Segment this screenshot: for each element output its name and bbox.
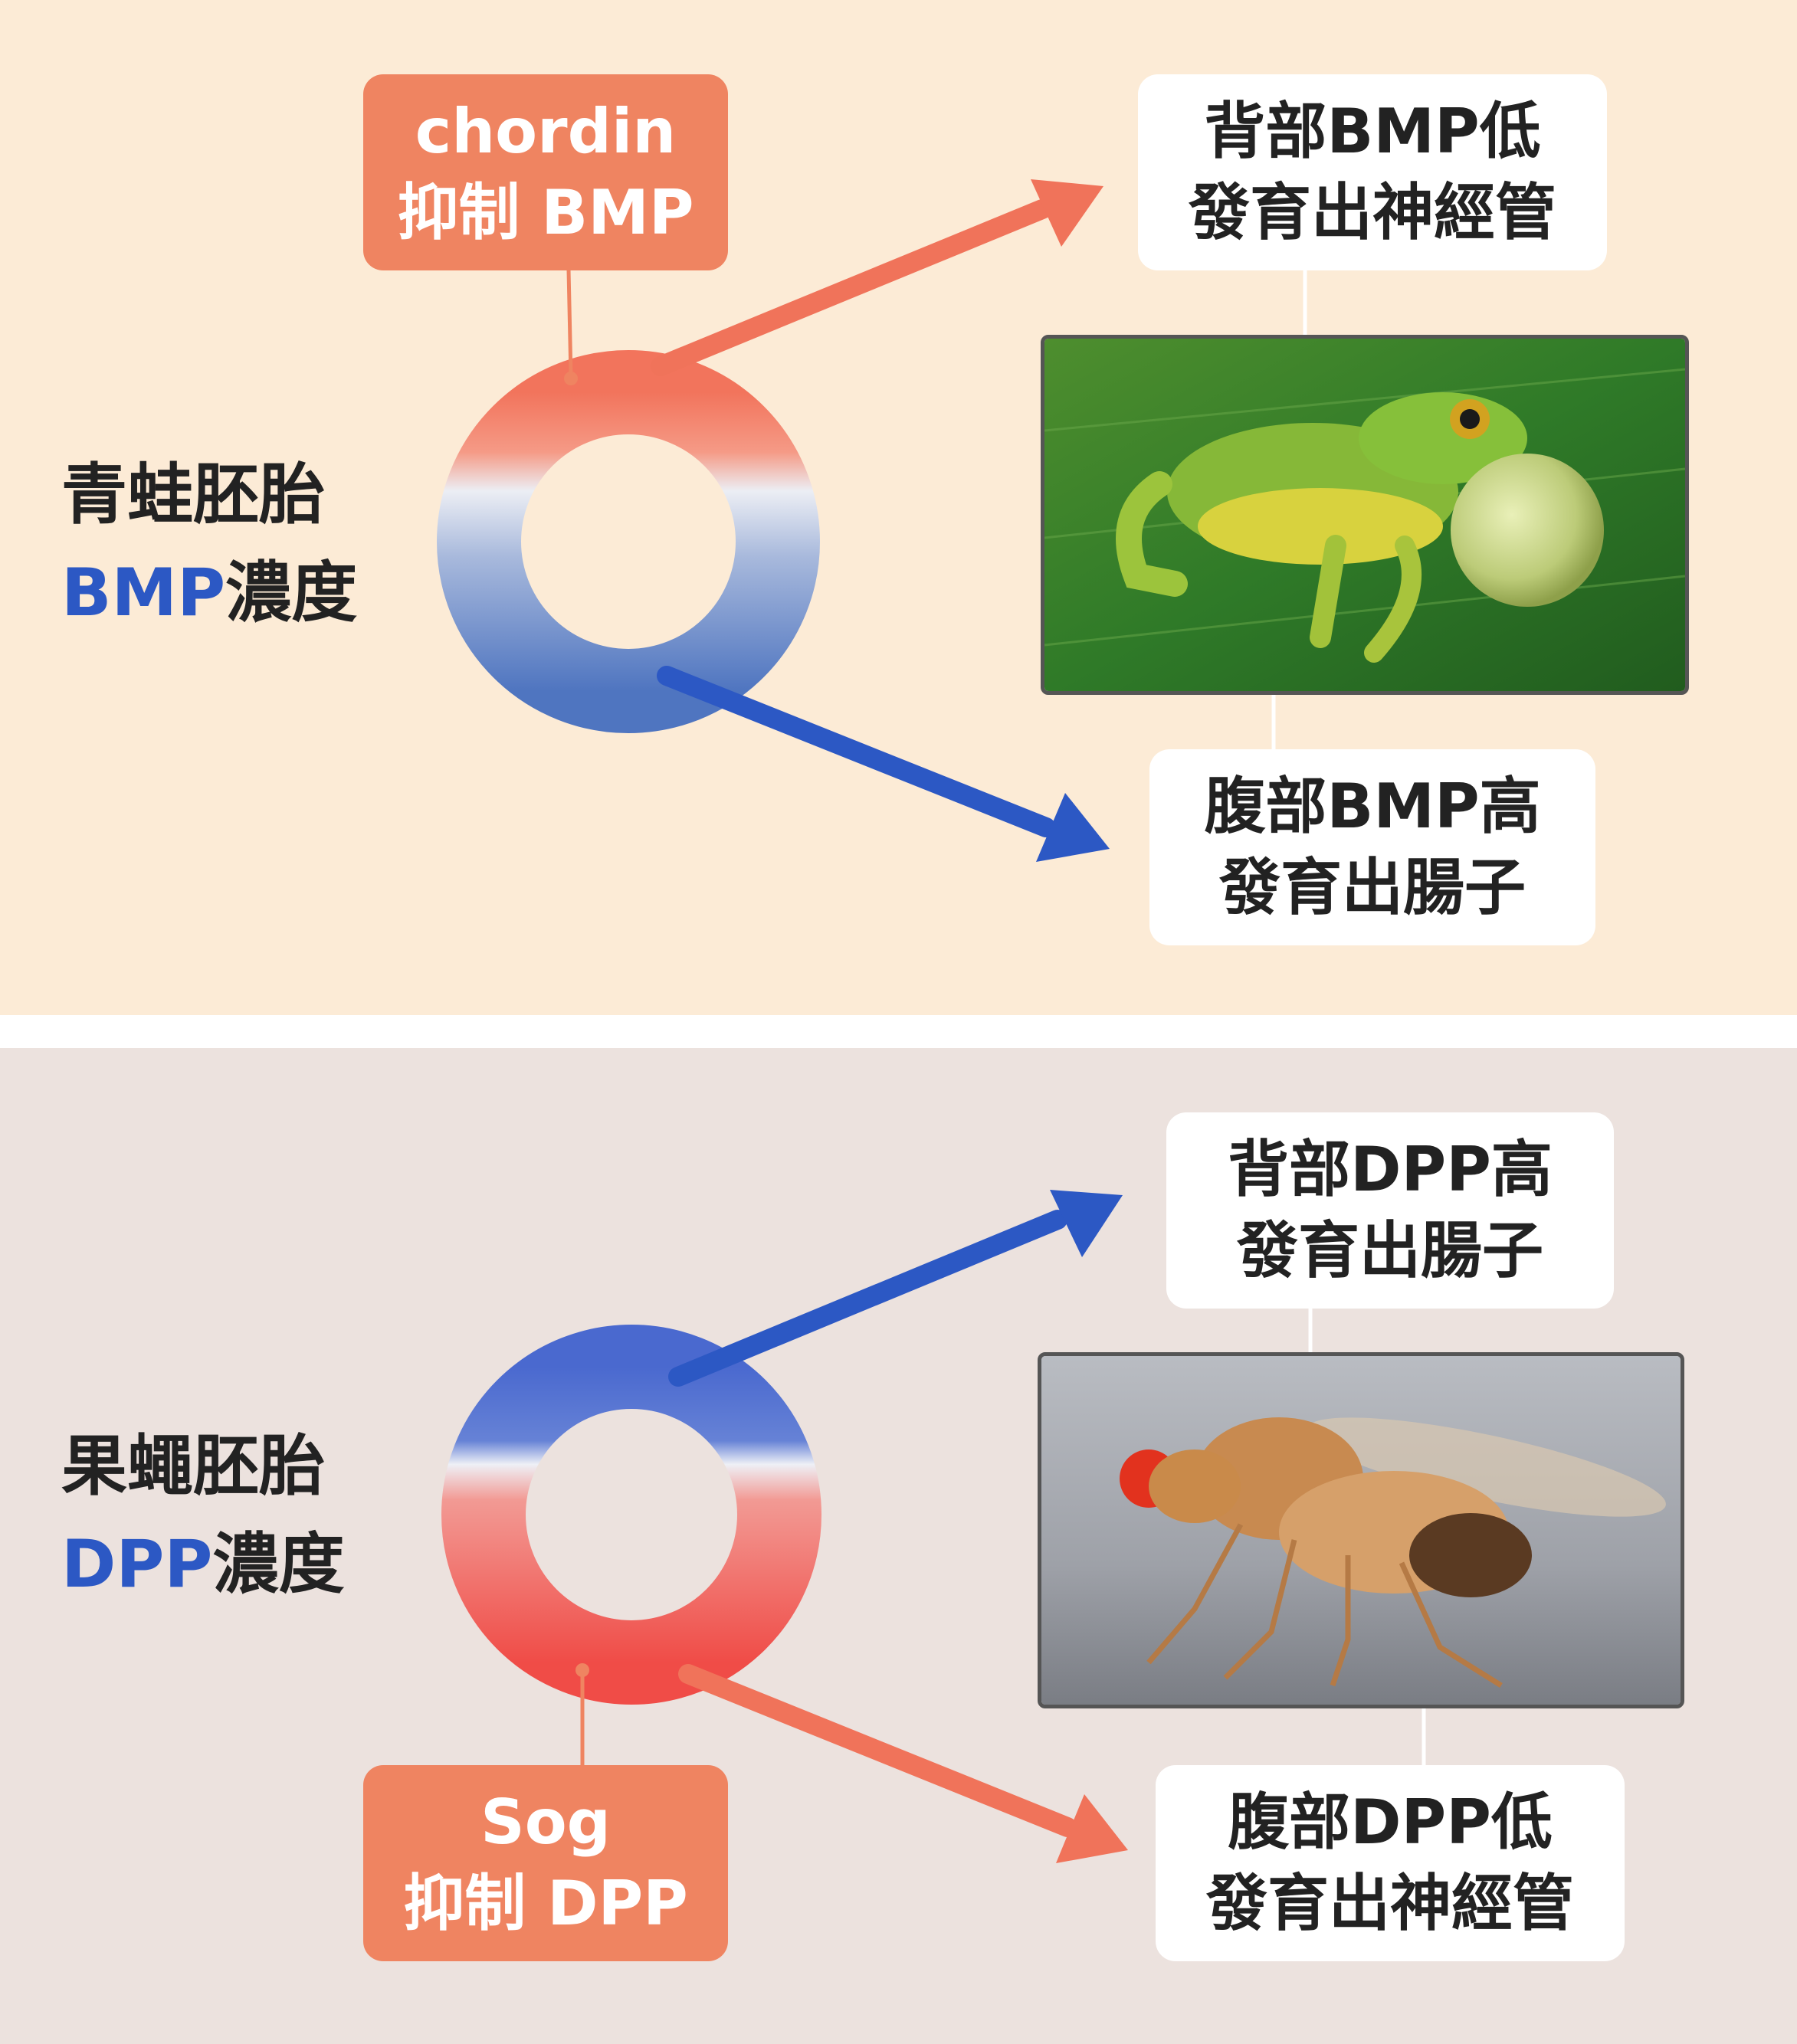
frog-bmp-gradient-ring: [437, 350, 820, 733]
chordin-label: chordin: [415, 96, 677, 167]
chordin-connector-dot: [564, 372, 578, 385]
chordin-connector: [566, 269, 573, 378]
frog-ventral-outcome: 發育出腸子: [1219, 852, 1526, 923]
fly-species-name: 果蠅胚胎: [61, 1428, 325, 1505]
fruit-fly-photo: [1038, 1352, 1684, 1708]
chordin-effect: 抑制 BMP: [397, 177, 694, 248]
frog-dorsal-box: 背部BMP低 發育出神經管: [1138, 74, 1607, 270]
frog-ventral-box: 腹部BMP高 發育出腸子: [1149, 749, 1595, 945]
chordin-inhibitor-box: chordin 抑制 BMP: [363, 74, 728, 270]
frog-species-label: 青蛙胚胎 BMP濃度: [61, 446, 357, 642]
fly-gradient-name: DPP: [61, 1526, 213, 1603]
fly-dorsal-level: 背部DPP高: [1228, 1134, 1553, 1205]
fly-species-label: 果蠅胚胎 DPP濃度: [61, 1417, 344, 1613]
fly-ventral-arrow-shaft: [678, 1664, 1077, 1837]
frog-dorsal-arrow-shaft: [651, 199, 1052, 376]
fly-ventral-outcome: 發育出神經管: [1206, 1868, 1574, 1939]
frog-illustration: [1044, 339, 1685, 691]
sog-label: Sog: [480, 1787, 611, 1858]
fly-dorsal-box: 背部DPP高 發育出腸子: [1166, 1112, 1614, 1309]
sog-effect: 抑制 DPP: [403, 1868, 688, 1939]
fly-ventral-level: 腹部DPP低: [1228, 1787, 1553, 1858]
frog-dorsal-arrowhead: [1031, 179, 1103, 247]
frog-dorsal-outcome: 發育出神經管: [1189, 177, 1556, 248]
frog-gradient-title: BMP濃度: [61, 544, 357, 642]
frog-ventral-arrow-shaft: [657, 666, 1056, 837]
fruit-fly-illustration: [1041, 1356, 1681, 1705]
frog-ventral-arrowhead: [1036, 793, 1110, 862]
frog-ventral-level: 腹部BMP高: [1204, 771, 1541, 842]
frog-species-name: 青蛙胚胎: [61, 457, 325, 533]
frog-gradient-suffix: 濃度: [225, 555, 358, 631]
sog-connector-dot: [575, 1663, 589, 1677]
fly-dorsal-arrowhead: [1050, 1190, 1123, 1257]
fly-ventral-arrowhead: [1056, 1794, 1128, 1863]
frog-gradient-name: BMP: [61, 555, 226, 631]
fly-gradient-title: DPP濃度: [61, 1515, 344, 1613]
fly-dpp-gradient-ring: [441, 1325, 821, 1705]
fly-ventral-box: 腹部DPP低 發育出神經管: [1156, 1765, 1625, 1961]
fly-dorsal-arrow-shaft: [668, 1210, 1067, 1387]
fly-dorsal-outcome: 發育出腸子: [1237, 1215, 1543, 1286]
sog-inhibitor-box: Sog 抑制 DPP: [363, 1765, 728, 1961]
frog-photo: [1041, 335, 1689, 695]
frog-dorsal-level: 背部BMP低: [1204, 96, 1541, 167]
fly-gradient-suffix: 濃度: [212, 1526, 345, 1603]
